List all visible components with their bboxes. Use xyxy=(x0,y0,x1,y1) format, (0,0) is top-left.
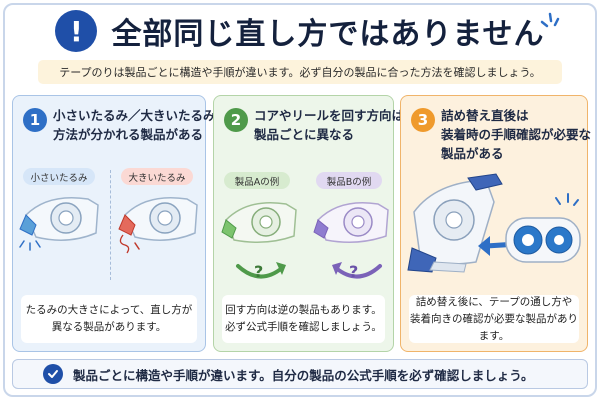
tag-product-b: 製品Bの例 xyxy=(316,172,382,189)
tag-large-slack: 大きいたるみ xyxy=(121,168,193,185)
subtitle-text: テープのりは製品ごとに構造や手順が違います。必ず自分の製品に合った方法を確認しま… xyxy=(59,66,541,79)
panel-caption: 詰め替え後に、テープの通し方や 装着向きの確認が必要な製品があります。 xyxy=(409,295,579,343)
caption-line: 異なる製品があります。 xyxy=(51,321,167,333)
tape-dispenser-large-slack-illustration xyxy=(118,196,198,254)
sparkle-icon xyxy=(540,12,560,28)
footer-note: 製品ごとに構造や手順が違います。自分の製品の公式手順を必ず確認しましょう。 xyxy=(12,359,588,389)
product-a-dispenser-illustration xyxy=(221,201,297,243)
heading-line: 詰め替え直後は xyxy=(441,108,529,123)
panel-caption: 回す方向は逆の製品もあります。 必ず公式手順を確認しましょう。 xyxy=(222,295,385,343)
caption-line: 詰め替え後に、テープの通し方や xyxy=(415,295,573,308)
panel-size-of-slack: 1 小さいたるみ／大きいたるみで 方法が分かれる製品がある 小さいたるみ 大きい… xyxy=(12,95,229,352)
heading-line: 製品がある xyxy=(441,146,504,161)
product-b-dispenser-illustration xyxy=(313,201,389,243)
panel-heading: コアやリールを回す方向は 製品ごとに異なる xyxy=(254,106,405,144)
panel-heading: 小さいたるみ／大きいたるみで 方法が分かれる製品がある xyxy=(53,106,229,144)
clockwise-arrow-icon xyxy=(236,262,286,279)
step-number-1: 1 xyxy=(23,108,47,132)
question-mark-b: ? xyxy=(349,262,359,281)
counterclockwise-arrow-icon xyxy=(332,262,382,279)
heading-line: 製品ごとに異なる xyxy=(254,127,355,142)
step-number-3: 3 xyxy=(411,108,435,132)
dashed-divider xyxy=(110,170,111,280)
heading-line: 方法が分かれる製品がある xyxy=(53,127,204,142)
panel-heading: 詰め替え直後は 装着時の手順確認が必要な 製品がある xyxy=(441,106,592,163)
tape-dispenser-small-slack-illustration xyxy=(19,196,99,251)
panel-caption: たるみの大きさによって、直し方が 異なる製品があります。 xyxy=(21,295,197,343)
caption-line: 必ず公式手順を確認しましょう。 xyxy=(225,321,382,333)
step-number-2: 2 xyxy=(224,108,248,132)
caption-line: たるみの大きさによって、直し方が xyxy=(25,304,193,316)
subtitle-bar: テープのりは製品ごとに構造や手順が違います。必ず自分の製品に合った方法を確認しま… xyxy=(38,60,562,84)
tag-small-slack: 小さいたるみ xyxy=(23,168,95,185)
tag-product-a: 製品Aの例 xyxy=(224,172,290,189)
question-mark-a: ? xyxy=(254,262,264,281)
caption-line: 回す方向は逆の製品もあります。 xyxy=(225,304,382,316)
heading-line: 小さいたるみ／大きいたるみで xyxy=(53,108,229,123)
exclamation-icon: ! xyxy=(55,10,98,52)
caption-line: 装着向きの確認が必要な製品があります。 xyxy=(410,312,578,342)
header: ! 全部同じ直し方ではありません xyxy=(0,8,600,54)
heading-line: コアやリールを回す方向は xyxy=(254,108,405,123)
page-title: 全部同じ直し方ではありません xyxy=(111,17,545,52)
refill-cartridge-illustration xyxy=(407,173,581,273)
footer-text: 製品ごとに構造や手順が違います。自分の製品の公式手順を必ず確認しましょう。 xyxy=(73,367,534,383)
heading-line: 装着時の手順確認が必要な xyxy=(441,127,592,142)
check-icon xyxy=(43,364,63,384)
